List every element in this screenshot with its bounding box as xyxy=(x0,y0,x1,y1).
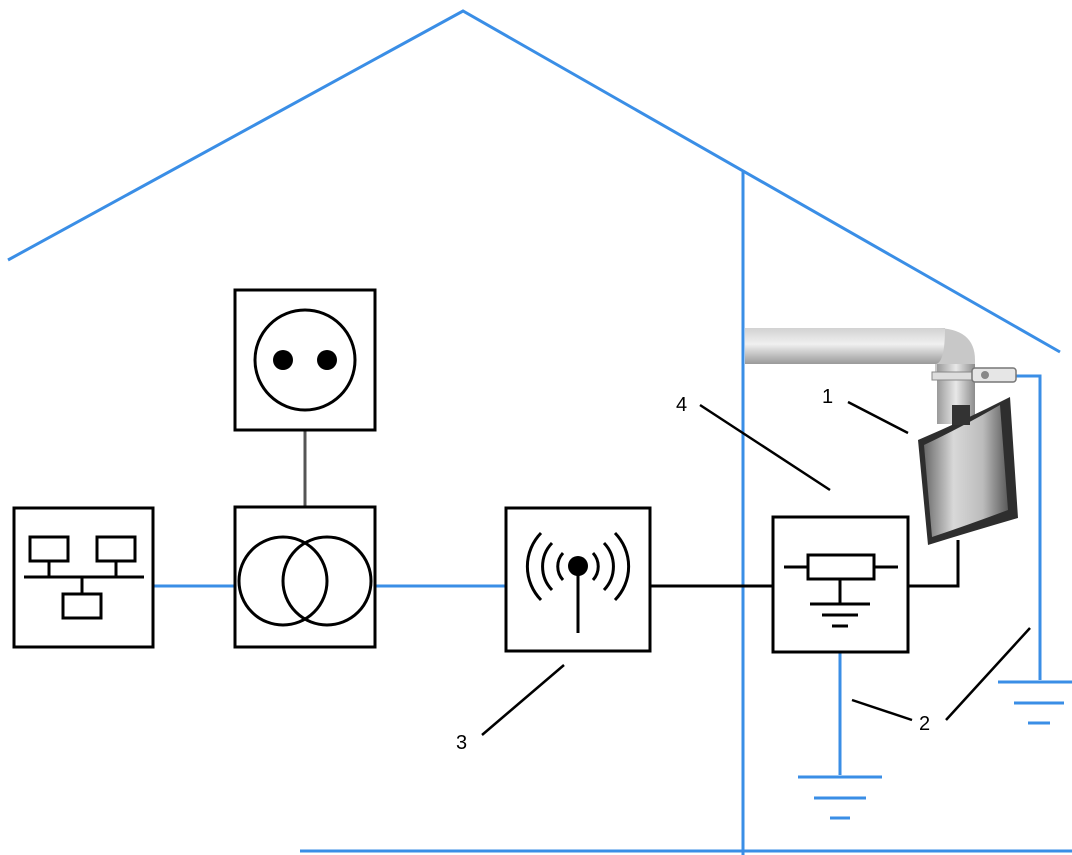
callout-label-3: 3 xyxy=(456,732,467,754)
callout-line-2a xyxy=(851,698,913,722)
callout-line-4 xyxy=(699,403,831,492)
callout-line-1 xyxy=(847,400,909,435)
ground-icon xyxy=(798,775,882,820)
surge-protector-icon xyxy=(771,515,910,654)
callout-label-4: 4 xyxy=(676,394,687,416)
network-topology-icon xyxy=(12,506,155,649)
callout-lines xyxy=(481,400,1031,736)
building-outline xyxy=(7,9,1072,855)
wireless-access-point-icon xyxy=(504,506,652,653)
callout-line-3 xyxy=(481,664,565,736)
panel-antenna-icon xyxy=(918,397,1018,545)
cables xyxy=(303,374,1042,775)
callout-label-1: 1 xyxy=(822,386,833,408)
ground-icon xyxy=(998,680,1072,725)
antenna-mast xyxy=(745,328,1017,424)
protector-to-antenna-cable xyxy=(908,540,960,588)
callout-line-2b xyxy=(945,627,1031,721)
mast-ground-wire xyxy=(1015,374,1042,680)
callout-label-2: 2 xyxy=(919,713,930,735)
power-injector-icon xyxy=(233,505,377,649)
roof-line xyxy=(7,9,1061,354)
power-socket-icon xyxy=(233,288,377,432)
